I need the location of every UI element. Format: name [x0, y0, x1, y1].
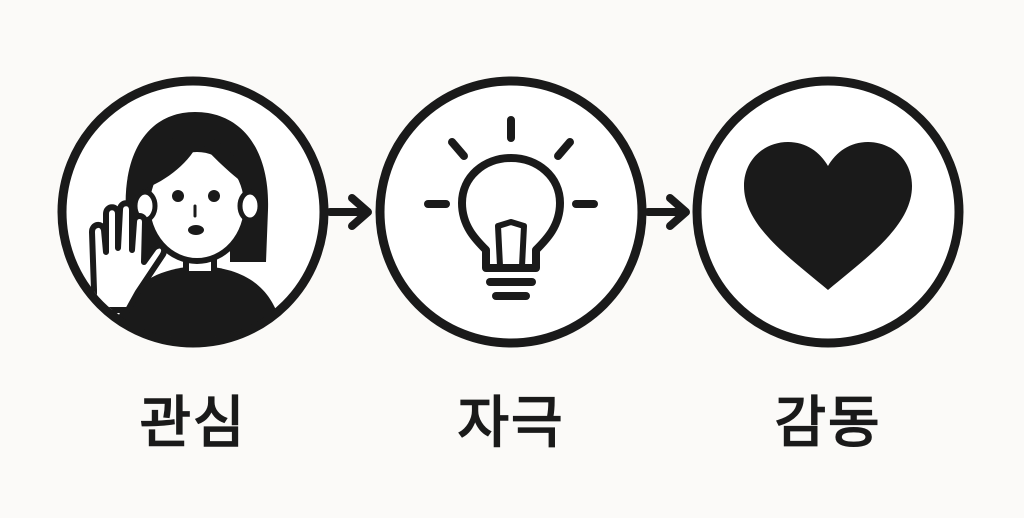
heart-icon [744, 142, 912, 290]
step-label-stimulus: 자극 [457, 391, 565, 456]
arrow-right-icon [326, 194, 372, 230]
step-circle-impression [692, 76, 964, 348]
person-waving-icon [89, 112, 284, 339]
step-label-impression: 감동 [774, 391, 882, 456]
lightbulb-icon [424, 116, 598, 300]
step-circle-interest [57, 76, 329, 348]
arrow-right-icon [644, 194, 690, 230]
step-circle-stimulus [375, 76, 647, 348]
step-label-interest: 관심 [139, 391, 247, 456]
